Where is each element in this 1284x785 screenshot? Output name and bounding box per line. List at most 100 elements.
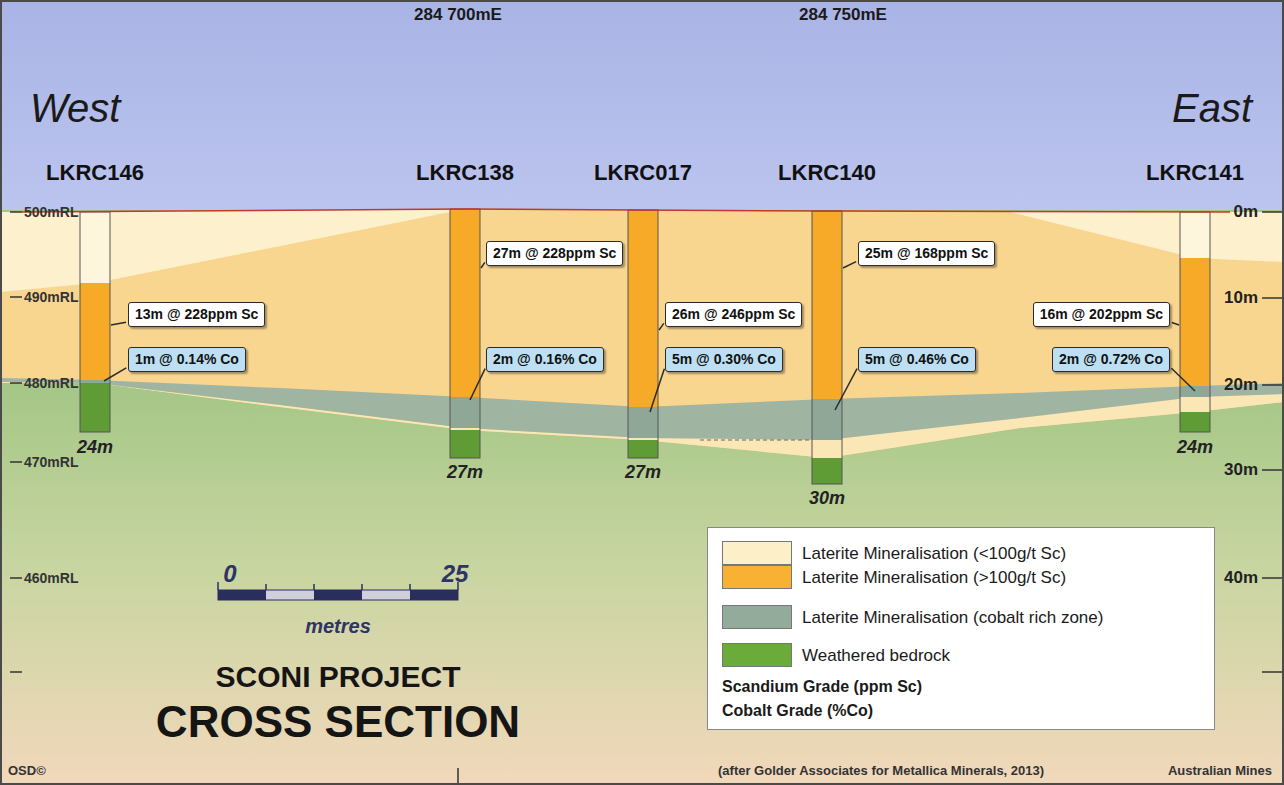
elevation-label: 480mRL <box>24 376 78 390</box>
axis-ticks <box>10 212 1284 785</box>
tick <box>1262 384 1284 386</box>
direction-label: East <box>1172 88 1252 128</box>
scale-segment <box>218 590 266 600</box>
legend-text: Scandium Grade (ppm Sc) <box>722 679 922 695</box>
tick <box>313 584 315 590</box>
scandium-callout: 13m @ 228ppm Sc <box>128 302 265 327</box>
callout-text: 25m @ 168ppm Sc <box>865 245 988 262</box>
callout-text: 27m @ 228ppm Sc <box>493 245 616 262</box>
tick <box>217 582 219 590</box>
direction-label: West <box>30 88 120 128</box>
scale-number: 25 <box>442 562 469 586</box>
legend-swatch <box>722 541 792 565</box>
hole-bedrock <box>450 430 480 458</box>
tick <box>1262 211 1284 213</box>
title: SCONI PROJECT <box>215 662 460 692</box>
hole-outline <box>80 212 110 432</box>
tick <box>10 577 22 579</box>
callout-text: 1m @ 0.14% Co <box>135 351 239 368</box>
scale-unit: metres <box>305 616 371 636</box>
depth-label: 10m <box>1224 289 1258 306</box>
leader-line <box>470 369 485 400</box>
scale-bar <box>218 582 458 600</box>
elevation-label: 500mRL <box>24 205 78 219</box>
leader-line <box>104 368 126 381</box>
scandium-callout: 25m @ 168ppm Sc <box>858 241 995 266</box>
depth-label: 0m <box>1233 203 1258 220</box>
hole-high-grade <box>628 210 658 407</box>
hole-depth: 27m <box>447 463 483 481</box>
hole-depth: 30m <box>809 489 845 507</box>
legend-text: Weathered bedrock <box>802 647 950 664</box>
legend-swatch <box>722 643 792 667</box>
hole-low-grade <box>80 212 110 283</box>
scale-number: 0 <box>223 562 236 586</box>
leader-line <box>843 262 856 268</box>
hole-cobalt <box>628 407 658 438</box>
elevation-label: 470mRL <box>24 455 78 469</box>
hole-cobalt <box>450 397 480 428</box>
hole-high-grade <box>1180 258 1210 386</box>
callout-text: 2m @ 0.72% Co <box>1059 351 1163 368</box>
legend-swatch <box>722 565 792 589</box>
hole-pale <box>1180 397 1210 412</box>
tick <box>1262 671 1284 673</box>
scale-segment <box>362 590 410 600</box>
hole-name: LKRC140 <box>778 162 876 184</box>
callout-text: 5m @ 0.46% Co <box>865 351 969 368</box>
hole-name: LKRC017 <box>594 162 692 184</box>
leader-line <box>481 262 485 268</box>
leader-line <box>111 322 126 325</box>
inferred-contact <box>700 440 812 441</box>
callout-text: 2m @ 0.16% Co <box>493 351 597 368</box>
scale-segment <box>314 590 362 600</box>
scale-outline <box>218 590 458 600</box>
drill-hole <box>450 209 480 458</box>
tick <box>10 461 22 463</box>
subtitle: CROSS SECTION <box>156 700 520 744</box>
scale-segment <box>410 590 458 600</box>
hole-depth: 27m <box>625 463 661 481</box>
legend-swatch <box>722 605 792 629</box>
tick <box>1262 577 1284 579</box>
scale-segment <box>266 590 314 600</box>
scandium-callout: 16m @ 202ppm Sc <box>1033 302 1170 327</box>
hole-pale <box>450 428 480 430</box>
sky <box>0 0 1284 214</box>
hole-depth: 24m <box>1177 438 1213 456</box>
callout-text: 26m @ 246ppm Sc <box>672 306 795 323</box>
laterite-high-grade-zone <box>0 209 1284 458</box>
hole-name: LKRC146 <box>46 162 144 184</box>
legend-box: Laterite Mineralisation (<100g/t Sc) Late… <box>707 527 1215 730</box>
caption: (after Golder Associates for Metallica M… <box>718 764 1044 777</box>
hole-low-grade <box>1180 212 1210 258</box>
hole-name: LKRC141 <box>1146 162 1244 184</box>
callout-text: 5m @ 0.30% Co <box>672 351 776 368</box>
tick <box>10 382 22 384</box>
tick <box>409 584 411 590</box>
scale-ticks <box>218 582 458 590</box>
easting-label: 284 700mE <box>414 6 502 23</box>
drill-hole <box>1180 212 1210 432</box>
hole-bedrock <box>628 440 658 458</box>
hole-outline <box>628 210 658 458</box>
cobalt-callout: 2m @ 0.72% Co <box>1052 347 1170 372</box>
callout-text: 13m @ 228ppm Sc <box>135 306 258 323</box>
hole-pale <box>628 438 658 440</box>
depth-label: 40m <box>1224 569 1258 586</box>
laterite-low-grade-zone <box>0 209 465 292</box>
tick <box>10 296 22 298</box>
legend-text: Laterite Mineralisation (<100g/t Sc) <box>802 545 1066 562</box>
tick <box>10 671 22 673</box>
legend-text: Laterite Mineralisation (cobalt rich zon… <box>802 609 1103 626</box>
hole-bedrock <box>1180 412 1210 432</box>
scandium-callout: 27m @ 228ppm Sc <box>486 241 623 266</box>
drill-hole <box>812 211 842 484</box>
credit: Australian Mines <box>1168 764 1272 777</box>
tick <box>361 584 363 590</box>
easting-label: 284 750mE <box>799 6 887 23</box>
hole-high-grade <box>450 209 480 397</box>
tick <box>10 211 22 213</box>
